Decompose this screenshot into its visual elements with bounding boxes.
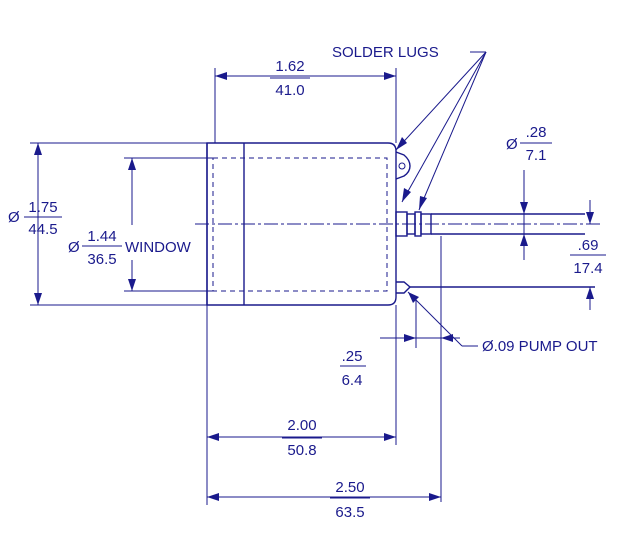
dim-window-inch: 1.44: [87, 228, 116, 245]
dim-pump-offset-inch: .69: [578, 237, 599, 254]
dim-overall-length: [207, 493, 441, 501]
dim-outer-mm: 44.5: [28, 221, 57, 238]
dim-stem-inch: .28: [526, 124, 547, 141]
dim-top-width-inch: 1.62: [275, 58, 304, 75]
dim-overall-length-mm: 63.5: [335, 504, 364, 521]
stem-dia-symbol: Ø: [506, 136, 518, 153]
solder-lug-top: [395, 151, 411, 180]
dim-body-length-inch: 2.00: [287, 417, 316, 434]
dim-body-length-mm: 50.8: [287, 442, 316, 459]
dim-outer-inch: 1.75: [28, 199, 57, 216]
dim-stem-diameter: [520, 142, 552, 260]
dim-pump-gap: [340, 236, 460, 502]
dim-top-width: [214, 68, 397, 143]
dim-window-mm: 36.5: [87, 251, 116, 268]
window-dia-symbol: Ø: [68, 239, 80, 256]
solder-lugs-label: SOLDER LUGS: [332, 44, 439, 61]
dim-body-length: [206, 305, 397, 505]
dim-pump-gap-inch: .25: [342, 348, 363, 365]
outer-dia-symbol: Ø: [8, 209, 20, 226]
dim-pump-offset: [570, 200, 606, 310]
dim-outer-diameter: [24, 142, 207, 306]
dim-window-diameter: [82, 157, 213, 292]
terminal-stem: [395, 211, 585, 237]
dim-top-width-mm: 41.0: [275, 82, 304, 99]
dim-pump-offset-mm: 17.4: [573, 260, 602, 277]
dim-stem-mm: 7.1: [526, 147, 547, 164]
pump-out-label: Ø.09 PUMP OUT: [482, 338, 598, 355]
dim-pump-gap-mm: 6.4: [342, 372, 363, 389]
window-label: WINDOW: [125, 239, 192, 256]
pump-out-tube: [396, 281, 595, 294]
solder-lugs-leaders: [395, 51, 487, 211]
dim-overall-length-inch: 2.50: [335, 479, 364, 496]
